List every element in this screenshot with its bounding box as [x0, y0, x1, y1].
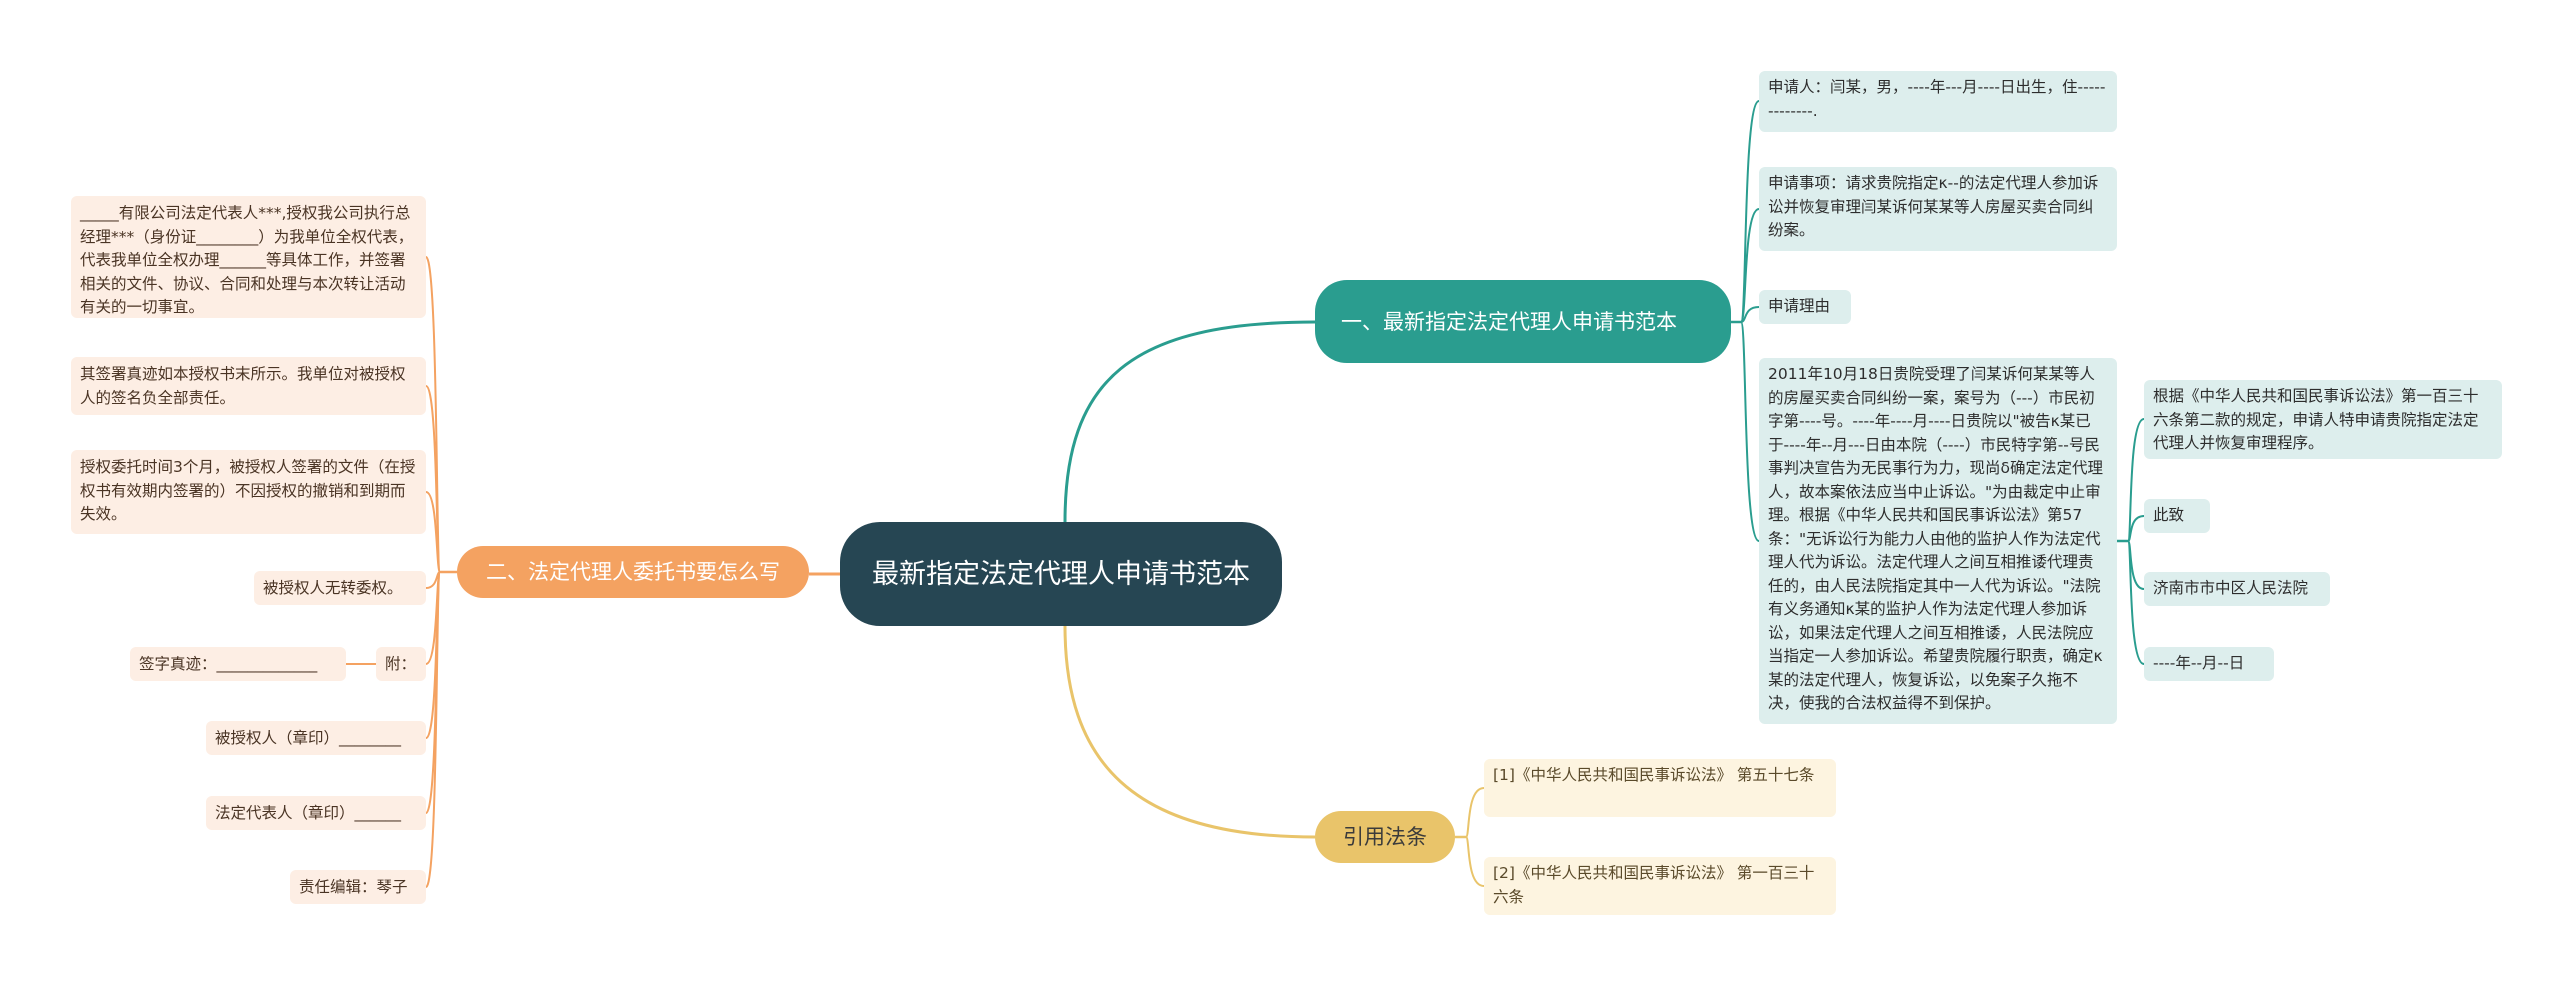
branch-application-template[interactable]: 一、最新指定法定代理人申请书范本 [1315, 280, 1731, 363]
leaf-attachment-label[interactable]: 附： [376, 647, 426, 681]
link-b1-reasons-label [1740, 306, 1760, 323]
leaf-application-matters[interactable]: 申请事项：请求贵院指定κ--的法定代理人参加诉讼并恢复审理闫某诉何某某等人房屋买… [1759, 167, 2117, 251]
leaf-applicant[interactable]: 申请人：闫某，男，----年---月----日出生，住-------------… [1759, 71, 2117, 132]
link-root-branch1 [1063, 320, 1316, 523]
branch-power-of-attorney[interactable]: 二、法定代理人委托书要怎么写 [457, 546, 809, 598]
root-topic[interactable]: 最新指定法定代理人申请书范本 [840, 522, 1282, 626]
leaf-citation-2[interactable]: [2]《中华人民共和国民事诉讼法》 第一百三十六条 [1484, 857, 1836, 915]
leaf-no-subdelegation[interactable]: 被授权人无转委权。 [254, 571, 426, 605]
leaf-reasons-text[interactable]: 2011年10月18日贵院受理了闫某诉何某某等人的房屋买卖合同纠纷一案，案号为（… [1759, 358, 2117, 724]
link-sub-date [2127, 540, 2145, 665]
leaf-authorized-seal[interactable]: 被授权人（章印）________ [206, 721, 426, 755]
leaf-court-name[interactable]: 济南市市中区人民法院 [2144, 572, 2330, 606]
leaf-salutation[interactable]: 此致 [2144, 499, 2210, 533]
link-root-branch3 [1063, 625, 1316, 839]
link-b1-reasons-text [1740, 321, 1760, 542]
leaf-authorization-body[interactable]: _____有限公司法定代表人***,授权我公司执行总经理***（身份证_____… [71, 196, 426, 318]
link-b1-matters [1740, 208, 1760, 323]
leaf-legal-rep-seal[interactable]: 法定代表人（章印）______ [206, 796, 426, 830]
leaf-citation-1[interactable]: [1]《中华人民共和国民事诉讼法》 第五十七条 [1484, 759, 1836, 817]
link-b2-p3 [425, 491, 441, 573]
leaf-legal-basis[interactable]: 根据《中华人民共和国民事诉讼法》第一百三十六条第二款的规定，申请人特申请贵院指定… [2144, 380, 2502, 459]
link-b2-p7 [425, 571, 441, 888]
leaf-editor[interactable]: 责任编辑：琴子 [290, 870, 426, 904]
branch-cited-laws[interactable]: 引用法条 [1315, 811, 1455, 863]
leaf-authorization-period[interactable]: 授权委托时间3个月，被授权人签署的文件（在授权书有效期内签署的）不因授权的撤销和… [71, 450, 426, 534]
leaf-date[interactable]: ----年--月--日 [2144, 647, 2274, 681]
link-b3-cite1 [1465, 787, 1485, 838]
link-sub-legal-basis [2127, 418, 2145, 542]
leaf-signature-line[interactable]: 签字真迹：_____________ [130, 647, 346, 681]
leaf-reasons-label[interactable]: 申请理由 [1759, 290, 1851, 324]
link-b3-cite2 [1465, 836, 1485, 887]
leaf-signature-responsibility[interactable]: 其签署真迹如本授权书末所示。我单位对被授权人的签名负全部责任。 [71, 357, 426, 415]
